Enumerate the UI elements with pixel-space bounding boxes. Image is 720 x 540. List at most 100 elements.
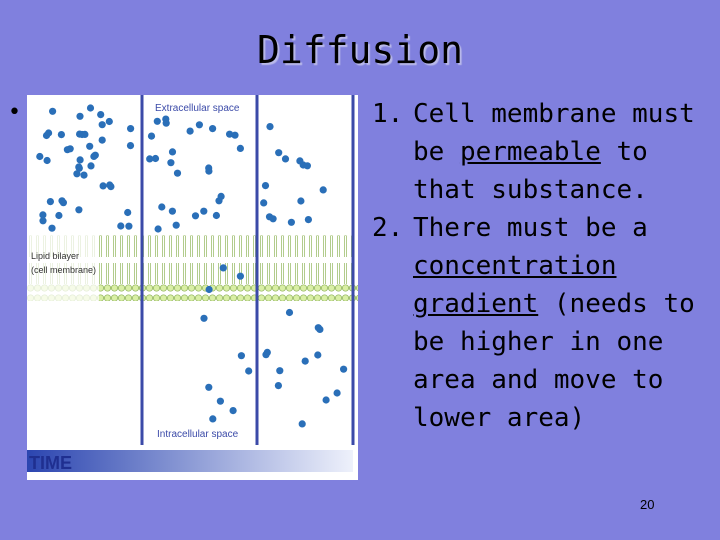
molecule-dot xyxy=(173,169,182,177)
requirement-item-2: 2.There must be a concentration gradient… xyxy=(372,209,717,437)
molecule-dot xyxy=(151,154,160,163)
requirement-text-2a: There must be a xyxy=(413,213,648,243)
molecule-dot xyxy=(333,389,341,397)
molecule-dot xyxy=(301,357,309,365)
molecule-dot xyxy=(296,157,304,165)
keyword-permeable: permeable xyxy=(459,137,601,167)
bullet-marker: • xyxy=(8,100,21,125)
keyword-concentration-gradient: concentration gradient xyxy=(413,251,617,319)
molecule-dot xyxy=(298,420,306,428)
molecule-dot xyxy=(209,125,217,133)
molecule-dot xyxy=(205,167,213,175)
molecule-dot xyxy=(78,130,86,139)
time-bar xyxy=(27,450,353,472)
molecule-dot xyxy=(99,182,107,190)
extracellular-label: Extracellular space xyxy=(155,103,240,114)
molecule-dot xyxy=(316,325,324,333)
molecule-dot xyxy=(146,155,154,163)
molecule-dot xyxy=(36,152,44,161)
molecule-dot xyxy=(262,351,270,359)
molecule-dot xyxy=(55,211,63,220)
molecule-dot xyxy=(287,218,295,226)
page-number: 20 xyxy=(640,497,655,512)
slide-title: Diffusion xyxy=(257,28,463,72)
molecule-dot xyxy=(217,192,225,200)
molecule-dot xyxy=(275,149,283,157)
molecule-dot xyxy=(226,130,234,138)
requirement-number-1: 1. xyxy=(372,99,404,129)
molecule-dot xyxy=(172,221,180,229)
molecule-dot xyxy=(261,182,270,190)
molecule-dot xyxy=(319,186,327,194)
molecule-dot xyxy=(49,107,57,115)
molecule-dot xyxy=(236,144,244,152)
molecule-dot xyxy=(340,365,348,373)
requirement-text-2b: (needs to be higher in one area and move… xyxy=(413,289,695,433)
molecule-dot xyxy=(195,121,203,129)
molecule-dot xyxy=(124,208,132,217)
molecule-dot xyxy=(297,197,305,205)
molecule-dot xyxy=(229,407,237,415)
molecule-dot xyxy=(162,115,170,123)
molecule-dot xyxy=(105,117,113,126)
molecule-dot xyxy=(314,351,322,359)
molecule-dot xyxy=(106,181,114,189)
requirement-text-1a: Cell membrane must be xyxy=(413,99,695,167)
molecule-dot xyxy=(153,117,161,125)
molecule-dot xyxy=(191,212,200,220)
molecule-dot xyxy=(274,382,282,390)
molecule-dot xyxy=(231,131,239,139)
time-label: TIME xyxy=(29,453,72,473)
molecule-dot xyxy=(219,264,227,272)
molecule-dot xyxy=(281,155,290,163)
molecule-dot xyxy=(266,123,274,131)
molecule-dot xyxy=(147,132,156,140)
molecule-dot xyxy=(168,148,177,156)
molecule-dot xyxy=(97,111,105,119)
molecule-dot xyxy=(39,211,47,219)
membrane-label-line2: (cell membrane) xyxy=(31,265,96,275)
molecule-dot xyxy=(45,129,53,137)
molecule-dot xyxy=(73,170,81,178)
molecule-dot xyxy=(200,314,208,322)
molecule-dot xyxy=(48,224,56,232)
molecule-dot xyxy=(245,367,253,375)
molecule-dot xyxy=(205,383,213,391)
molecule-dot xyxy=(304,216,312,224)
molecule-dot xyxy=(205,285,213,294)
molecule-dot xyxy=(87,162,95,170)
requirement-text-1b: to that substance. xyxy=(413,137,648,205)
molecule-dot xyxy=(285,308,294,317)
molecule-dot xyxy=(75,206,83,214)
molecule-dot xyxy=(154,225,162,233)
molecule-dot xyxy=(236,272,244,280)
molecule-dot xyxy=(76,156,84,164)
intracellular-label: Intracellular space xyxy=(157,429,239,440)
molecule-dot xyxy=(75,163,83,171)
molecule-dot xyxy=(167,159,175,167)
requirements-list: 1. Cell membrane must be permeable to tha… xyxy=(372,95,717,437)
molecule-dot xyxy=(58,197,66,205)
molecule-dot xyxy=(269,215,277,223)
molecule-dot xyxy=(117,222,125,230)
molecules xyxy=(36,104,348,428)
requirement-item-1: 1. Cell membrane must be permeable to tha… xyxy=(372,95,717,209)
molecule-dot xyxy=(126,142,135,150)
membrane-label-backdrop xyxy=(27,235,99,301)
molecule-dot xyxy=(125,222,133,230)
molecule-dot xyxy=(237,352,245,360)
diffusion-figure: Extracellular space Intracellular space … xyxy=(27,95,358,480)
molecule-dot xyxy=(80,171,88,179)
molecule-dot xyxy=(46,198,54,206)
molecule-dot xyxy=(91,151,99,159)
molecule-dot xyxy=(303,162,311,170)
membrane-label-line1: Lipid bilayer xyxy=(31,251,79,261)
molecule-dot xyxy=(158,203,166,211)
molecule-dot xyxy=(200,207,208,215)
molecule-dot xyxy=(276,367,284,375)
molecule-dot xyxy=(63,146,71,154)
molecule-dot xyxy=(39,217,47,225)
molecule-dot xyxy=(98,136,106,144)
molecule-dot xyxy=(76,112,84,120)
molecule-dot xyxy=(43,156,51,165)
